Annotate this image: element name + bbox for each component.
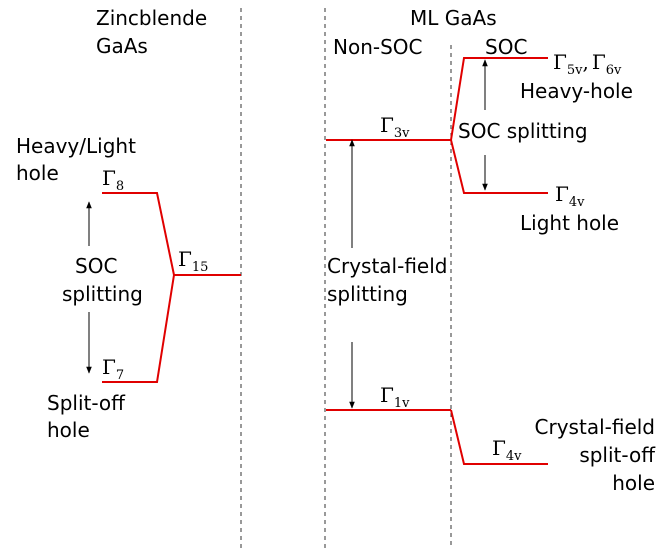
label-non-soc: Non-SOC	[333, 35, 423, 59]
label-gamma15: Γ15	[178, 247, 208, 275]
label-ml-soc-splitting: SOC splitting	[458, 119, 588, 143]
label-gamma1v: Γ1v	[380, 383, 410, 411]
label-crystal-field-splitting: splitting	[327, 282, 408, 306]
label-soc-header: SOC	[485, 35, 527, 59]
label-split-off: Split-off	[47, 391, 126, 415]
label-heavy-light-hole: hole	[16, 161, 59, 185]
label-soc-splitting: splitting	[62, 282, 143, 306]
label-light-hole: Light hole	[520, 211, 619, 235]
level-gamma4v-light	[450, 139, 548, 194]
label-crystal-field: Crystal-field	[327, 254, 447, 278]
title-ml-gaas: ML GaAs	[410, 6, 497, 30]
label-heavy-light: Heavy/Light	[16, 134, 136, 158]
title-zincblende: Zincblende	[96, 6, 207, 30]
level-gamma8	[102, 192, 175, 276]
label-gamma7: Γ7	[102, 355, 124, 383]
label-gamma4v-bottom: Γ4v	[492, 436, 522, 464]
label-split-off-hole: hole	[47, 418, 90, 442]
label-gamma5v-6v: Γ5v,Γ6v	[553, 50, 622, 78]
title-gaas: GaAs	[96, 34, 148, 58]
label-gamma3v: Γ3v	[380, 113, 410, 141]
label-soc: SOC	[75, 254, 117, 278]
label-cf-split-off-hole: hole	[612, 471, 655, 495]
label-heavy-hole: Heavy-hole	[520, 79, 633, 103]
level-gamma4v-split-off	[450, 409, 548, 465]
label-cf-split-off: Crystal-field	[535, 415, 655, 439]
label-gamma4v-top: Γ4v	[555, 182, 585, 210]
label-cf-split-off-2: split-off	[579, 443, 656, 467]
label-gamma8: Γ8	[102, 166, 124, 194]
level-gamma7	[102, 274, 175, 383]
level-gamma5v-6v	[450, 57, 548, 141]
